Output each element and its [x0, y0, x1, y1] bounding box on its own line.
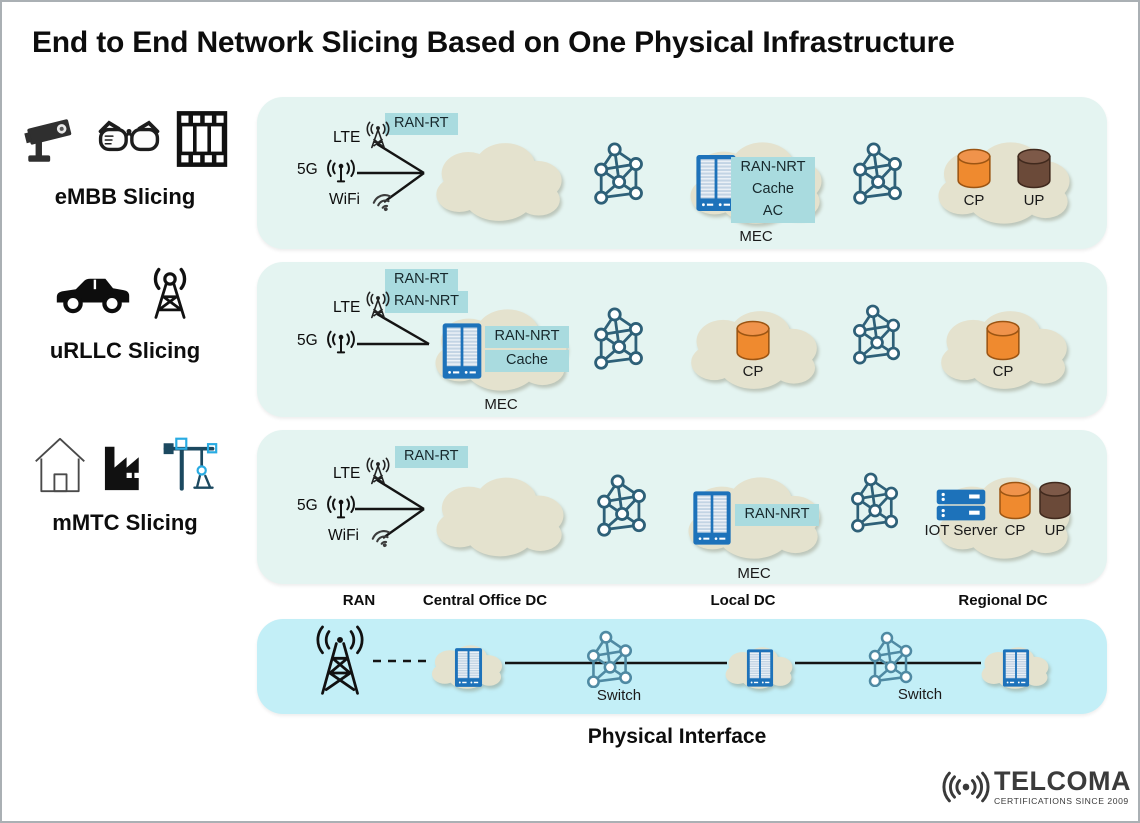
telcoma-logo: TELCOMA CERTIFICATIONS SINCE 2009: [942, 768, 1131, 806]
lte-antenna-icon: [363, 457, 393, 487]
mmtc-slicing-label: mMTC Slicing: [52, 510, 198, 535]
film-strip-icon: [175, 109, 229, 169]
ran-nrt-chip: RAN-NRT: [731, 157, 815, 179]
network-graph-icon: [849, 122, 905, 224]
server-rack-icon: [441, 322, 483, 380]
up-cylinder-icon: [1015, 147, 1053, 190]
wifi-label: WiFi: [329, 191, 360, 208]
central-office-dc-label: Central Office DC: [422, 592, 548, 609]
cp-cylinder-icon: [734, 319, 772, 362]
switch-label: Switch: [596, 687, 642, 704]
physical-interface-band: Switch Switch: [257, 619, 1107, 714]
car-icon: [53, 270, 133, 316]
embb-slicing-label: eMBB Slicing: [54, 184, 196, 209]
up-label: UP: [1023, 192, 1045, 209]
legend-urllc: uRLLC Slicing: [20, 260, 230, 364]
network-graph-icon: [847, 452, 901, 552]
mec-caption: MEC: [737, 565, 771, 582]
wifi-icon: [364, 521, 398, 553]
5g-label: 5G: [297, 497, 318, 514]
central-office-cloud: [424, 470, 576, 564]
iot-server-icon: [935, 488, 987, 522]
iot-server-label: IOT Server: [924, 522, 998, 539]
5g-antenna-icon: [323, 158, 359, 185]
server-rack-icon: [692, 490, 732, 546]
cp-label: CP: [963, 192, 985, 209]
brand-tagline: CERTIFICATIONS SINCE 2009: [994, 796, 1129, 807]
slice-band-embb: RAN-RT LTE 5G WiFi RAN-NRT Cache AC MEC …: [257, 97, 1107, 249]
network-graph-icon: [590, 287, 646, 389]
cp-label: CP: [992, 363, 1014, 380]
switch-icon: [583, 630, 635, 688]
ran-nrt-chip: RAN-NRT: [385, 291, 468, 313]
lte-label: LTE: [333, 465, 361, 482]
wifi-label: WiFi: [328, 527, 359, 544]
up-cylinder-icon: [1037, 480, 1073, 521]
network-graph-icon: [849, 284, 903, 384]
house-icon: [32, 435, 88, 495]
5g-label: 5G: [297, 161, 318, 178]
ran-rt-chip: RAN-RT: [385, 269, 458, 291]
cctv-camera-icon: [21, 108, 83, 170]
network-graph-icon: [590, 122, 646, 224]
cache-chip: Cache: [485, 350, 569, 372]
slice-band-mmtc: RAN-RT LTE 5G WiFi RAN-NRT MEC IOT Serve…: [257, 430, 1107, 584]
server-rack-icon: [1002, 648, 1030, 688]
physical-interface-caption: Physical Interface: [587, 725, 767, 748]
mec-caption: MEC: [484, 396, 518, 413]
wifi-icon: [365, 185, 399, 217]
radio-tower-icon: [305, 625, 375, 699]
slice-band-urllc: RAN-RT RAN-NRT LTE 5G RAN-NRT Cache MEC …: [257, 262, 1107, 417]
ac-chip: AC: [731, 201, 815, 223]
ran-rt-chip: RAN-RT: [385, 113, 458, 135]
switch-label: Switch: [897, 686, 943, 703]
legend-embb: eMBB Slicing: [20, 106, 230, 210]
smart-glasses-icon: [93, 118, 165, 160]
urllc-slicing-label: uRLLC Slicing: [49, 338, 201, 363]
server-rack-icon: [454, 647, 483, 688]
page-title: End to End Network Slicing Based on One …: [32, 26, 955, 59]
up-label: UP: [1044, 522, 1066, 539]
server-rack-icon: [746, 648, 774, 688]
lte-label: LTE: [333, 299, 361, 316]
cp-cylinder-icon: [984, 319, 1022, 362]
cp-label: CP: [1004, 522, 1026, 539]
lte-label: LTE: [333, 129, 361, 146]
ran-column-label: RAN: [342, 592, 376, 609]
cache-chip: Cache: [731, 179, 815, 201]
legend-mmtc: mMTC Slicing: [20, 432, 230, 536]
ran-nrt-chip: RAN-NRT: [735, 504, 819, 526]
signal-waves-icon: [942, 768, 990, 806]
factory-icon: [98, 438, 150, 492]
cp-cylinder-icon: [997, 480, 1033, 521]
regional-cloud: [925, 135, 1083, 231]
lte-antenna-icon: [363, 291, 393, 321]
brand-name: TELCOMA: [994, 766, 1131, 797]
switch-icon: [865, 631, 915, 687]
ran-nrt-chip: RAN-NRT: [485, 326, 569, 348]
5g-antenna-icon: [323, 494, 359, 521]
ran-rt-chip: RAN-RT: [395, 446, 468, 468]
local-dc-label: Local DC: [710, 592, 776, 609]
broadcast-tower-icon: [143, 263, 197, 323]
central-office-cloud: [424, 135, 574, 229]
5g-antenna-icon: [323, 329, 359, 356]
mec-caption: MEC: [739, 228, 773, 245]
lte-antenna-icon: [363, 121, 393, 151]
network-graph-icon: [593, 454, 649, 556]
cp-cylinder-icon: [955, 147, 993, 190]
regional-dc-label: Regional DC: [958, 592, 1048, 609]
cp-label: CP: [742, 363, 764, 380]
5g-label: 5G: [297, 332, 318, 349]
construction-crane-icon: [160, 436, 218, 494]
